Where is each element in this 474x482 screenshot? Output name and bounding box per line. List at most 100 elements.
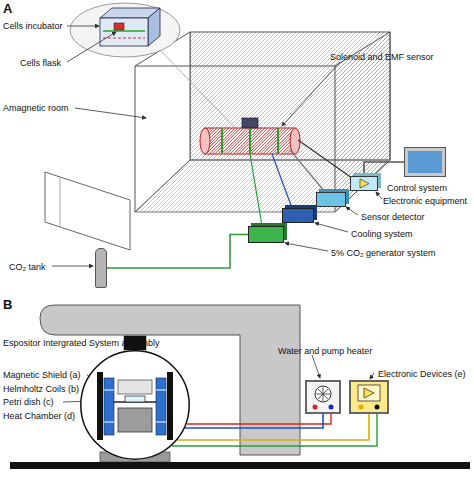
solenoid-coil-part [200,128,210,154]
equipment-wire-part [272,154,292,208]
leader-line-part [312,355,320,378]
assembly-interior-part [156,378,166,435]
leader-line-part [282,62,340,126]
part-label: Cells incubator [3,21,63,31]
part-label: Petri dish (c) [3,397,54,407]
terminal-dot [359,405,364,410]
incubator-inset-part [100,18,148,46]
heater-wire [172,414,377,446]
wire-connector [185,414,323,428]
node-label: Electronic Devices (e) [378,369,466,379]
equipment-box: 5% CO₂ generator system [248,226,284,243]
heater-dial [307,382,339,412]
incubator-inset-part [148,8,160,46]
leader-line-part [67,26,99,27]
leader-line [52,26,382,417]
heater-wire-part [172,414,377,446]
assembly-interior-part [104,378,114,435]
equipment-wire-part [250,154,262,226]
assembly-interior [80,350,190,460]
solenoid-coil-part [249,128,251,154]
solenoid-coil-part [242,118,258,128]
assembly-interior-part [97,372,103,440]
amplifier-triangle [360,179,369,188]
equipment-wire [250,140,352,226]
assembly-interior-part [156,390,166,391]
solenoid-coil-part [221,128,223,154]
heater-wire-part [187,414,331,424]
assembly-interior-part [104,422,114,423]
assembly-interior-part [104,390,114,391]
leader-line-part [285,243,328,251]
incubator-inset-part [103,38,145,39]
part-label: Magnetic Shield (a) [3,370,81,380]
leader-line-part [52,266,93,267]
node-label: Espositor Intergrated System assembly [3,338,160,348]
part-label: Amagnetic room [3,103,69,113]
terminal-dot [313,405,318,410]
panel-letter: A [3,2,12,16]
solenoid-coil-part [205,128,295,154]
leader-line-part [370,373,374,379]
assembly-interior-part [80,350,190,460]
dial-ticks [316,387,330,401]
amagnetic-room-part [135,66,335,67]
node-label: Control system [387,183,447,193]
leader-line-part [67,32,116,62]
amplifier-symbol [351,382,387,412]
assembly-circle-outline [81,351,189,459]
amagnetic-room-part [135,32,190,212]
equipment-wire-part [290,150,325,192]
equipment-box: Electronic equipment [350,176,378,191]
solenoid-coil-part [277,128,279,154]
part-label: Cells flask [20,58,61,68]
room-door [45,172,130,250]
leader-line-part [315,223,348,232]
computer-monitor: Control system [405,148,445,176]
node-label: Electronic equipment [383,196,467,206]
assembly-interior-part [118,380,152,394]
incubator-inset-part [70,3,180,57]
node-label: Sensor detector [361,212,425,222]
gas-tank: CO₂ tank [95,248,107,288]
leader-line-part [75,108,146,118]
incubator-inset-part [103,30,145,31]
part-label: Heat Chamber (d) [3,411,75,421]
panel-letter: B [3,298,12,312]
node-label: Cooling system [351,229,413,239]
incubator-inset [70,3,235,128]
node-label: CO₂ tank [9,262,46,272]
solenoid-coil [200,118,300,154]
assembly-interior-part [156,422,166,423]
heater-box: Water and pump heater [305,380,341,414]
dial-face [315,386,331,402]
part-label: Helmholtz Coils (b) [3,384,79,394]
amplifier-triangle [364,388,374,398]
microscope-stand-part [10,462,470,469]
incubator-inset-part [160,50,235,128]
electronics-box: Electronic Devices (e) [349,380,389,414]
equipment-box: Cooling system [282,208,314,223]
leader-line-part [376,192,382,199]
wire-connector [177,414,369,440]
microscope-stand-part [40,305,300,455]
assembly-circle: Espositor Intergrated System assembly [80,350,190,460]
part-label: Solenoid and EMF sensor [330,52,434,62]
amplifier-frame [358,385,380,401]
node-label: Water and pump heater [278,346,372,356]
amplifier-symbol [350,176,378,191]
assembly-interior-part [118,408,152,432]
equipment-box: Sensor detector [316,192,346,207]
terminal-dot [329,405,334,410]
equipment-wire-part [298,140,352,178]
assembly-interior-part [125,396,145,402]
wire-connector [364,162,405,176]
terminal-dot [375,405,380,410]
node-label: 5% CO₂ generator system [331,248,436,258]
room-door-part [45,172,130,250]
incubator-inset-part [114,23,124,30]
leader-line-part [346,207,358,215]
